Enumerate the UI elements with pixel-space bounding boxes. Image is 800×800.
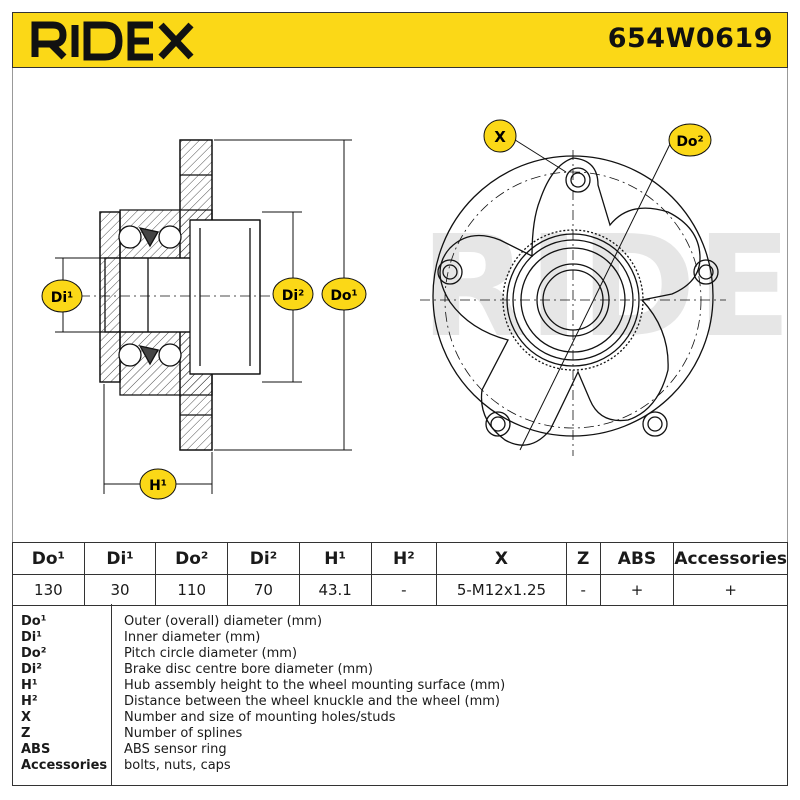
spec-value-cell: 30 xyxy=(83,574,157,606)
legend-desc: Number and size of mounting holes/studs xyxy=(124,710,396,725)
legend-key: Z xyxy=(21,726,31,741)
spec-header-cell: X xyxy=(436,542,567,575)
spec-header-cell: H¹ xyxy=(298,542,372,575)
legend-key: H¹ xyxy=(21,678,38,693)
legend-key: Di² xyxy=(21,662,42,677)
part-number: 654W0619 xyxy=(607,23,773,54)
brand-logo xyxy=(29,17,199,65)
spec-value-cell: 130 xyxy=(12,574,85,606)
spec-header-cell: Accessories xyxy=(673,542,788,575)
legend-desc: Outer (overall) diameter (mm) xyxy=(124,614,323,629)
legend-key: X xyxy=(21,710,32,725)
legend-table: Do¹ Outer (overall) diameter (mm) Di¹ In… xyxy=(12,604,788,786)
callout-do2: Do² xyxy=(668,123,712,157)
header-bar: 654W0619 xyxy=(12,12,788,68)
spec-header-row: Do¹ Di¹ Do² Di² H¹ H² X Z ABS Accessorie… xyxy=(12,542,788,575)
callout-h1: H¹ xyxy=(139,468,177,500)
drawing-svg: RIDEX xyxy=(11,68,800,542)
spec-value-cell: - xyxy=(370,574,438,606)
legend-key: ABS xyxy=(21,742,51,757)
hub-front-view xyxy=(420,137,726,456)
spec-header-cell: Di¹ xyxy=(83,542,157,575)
legend-desc: bolts, nuts, caps xyxy=(124,758,231,773)
spec-value-cell: 5-M12x1.25 xyxy=(436,574,567,606)
callout-di1: Di¹ xyxy=(41,279,83,313)
legend-desc: Inner diameter (mm) xyxy=(124,630,261,645)
legend-desc: ABS sensor ring xyxy=(124,742,227,757)
spec-header-cell: Di² xyxy=(227,542,300,575)
callout-di2: Di² xyxy=(272,277,314,311)
legend-key: H² xyxy=(21,694,38,709)
spec-value-cell: 43.1 xyxy=(298,574,372,606)
spec-value-row: 130 30 110 70 43.1 - 5-M12x1.25 - + + xyxy=(12,574,788,606)
spec-header-cell: Z xyxy=(565,542,601,575)
legend-key: Do² xyxy=(21,646,47,661)
legend-desc: Distance between the wheel knuckle and t… xyxy=(124,694,500,709)
legend-desc: Brake disc centre bore diameter (mm) xyxy=(124,662,373,677)
legend-desc: Hub assembly height to the wheel mountin… xyxy=(124,678,506,693)
spec-value-cell: + xyxy=(673,574,788,606)
callout-di2-label: Di² xyxy=(282,288,305,304)
legend-key: Accessories xyxy=(21,758,108,773)
legend-key: Di¹ xyxy=(21,630,42,645)
spec-table: Do¹ Di¹ Do² Di² H¹ H² X Z ABS Accessorie… xyxy=(12,542,788,606)
legend-desc: Pitch circle diameter (mm) xyxy=(124,646,298,661)
spec-value-cell: 70 xyxy=(227,574,300,606)
callout-do1-label: Do¹ xyxy=(330,288,357,304)
spec-value-cell: + xyxy=(599,574,675,606)
spec-header-cell: ABS xyxy=(599,542,675,575)
legend-divider xyxy=(111,604,112,785)
spec-value-cell: - xyxy=(565,574,601,606)
watermark-logo: RIDEX xyxy=(420,206,788,369)
hub-section-view xyxy=(60,139,310,451)
callout-di1-label: Di¹ xyxy=(51,290,74,306)
technical-drawing: RIDEX xyxy=(11,68,800,542)
spec-header-cell: Do² xyxy=(155,542,229,575)
legend-desc: Number of splines xyxy=(124,726,243,741)
callout-x: X xyxy=(483,119,517,153)
callout-x-label: X xyxy=(494,128,506,146)
spec-value-cell: 110 xyxy=(155,574,229,606)
callout-do2-label: Do² xyxy=(676,134,703,150)
callout-h1-label: H¹ xyxy=(149,478,167,494)
spec-header-cell: H² xyxy=(370,542,438,575)
spec-header-cell: Do¹ xyxy=(12,542,85,575)
legend-key: Do¹ xyxy=(21,614,47,629)
callout-do1: Do¹ xyxy=(321,277,367,311)
